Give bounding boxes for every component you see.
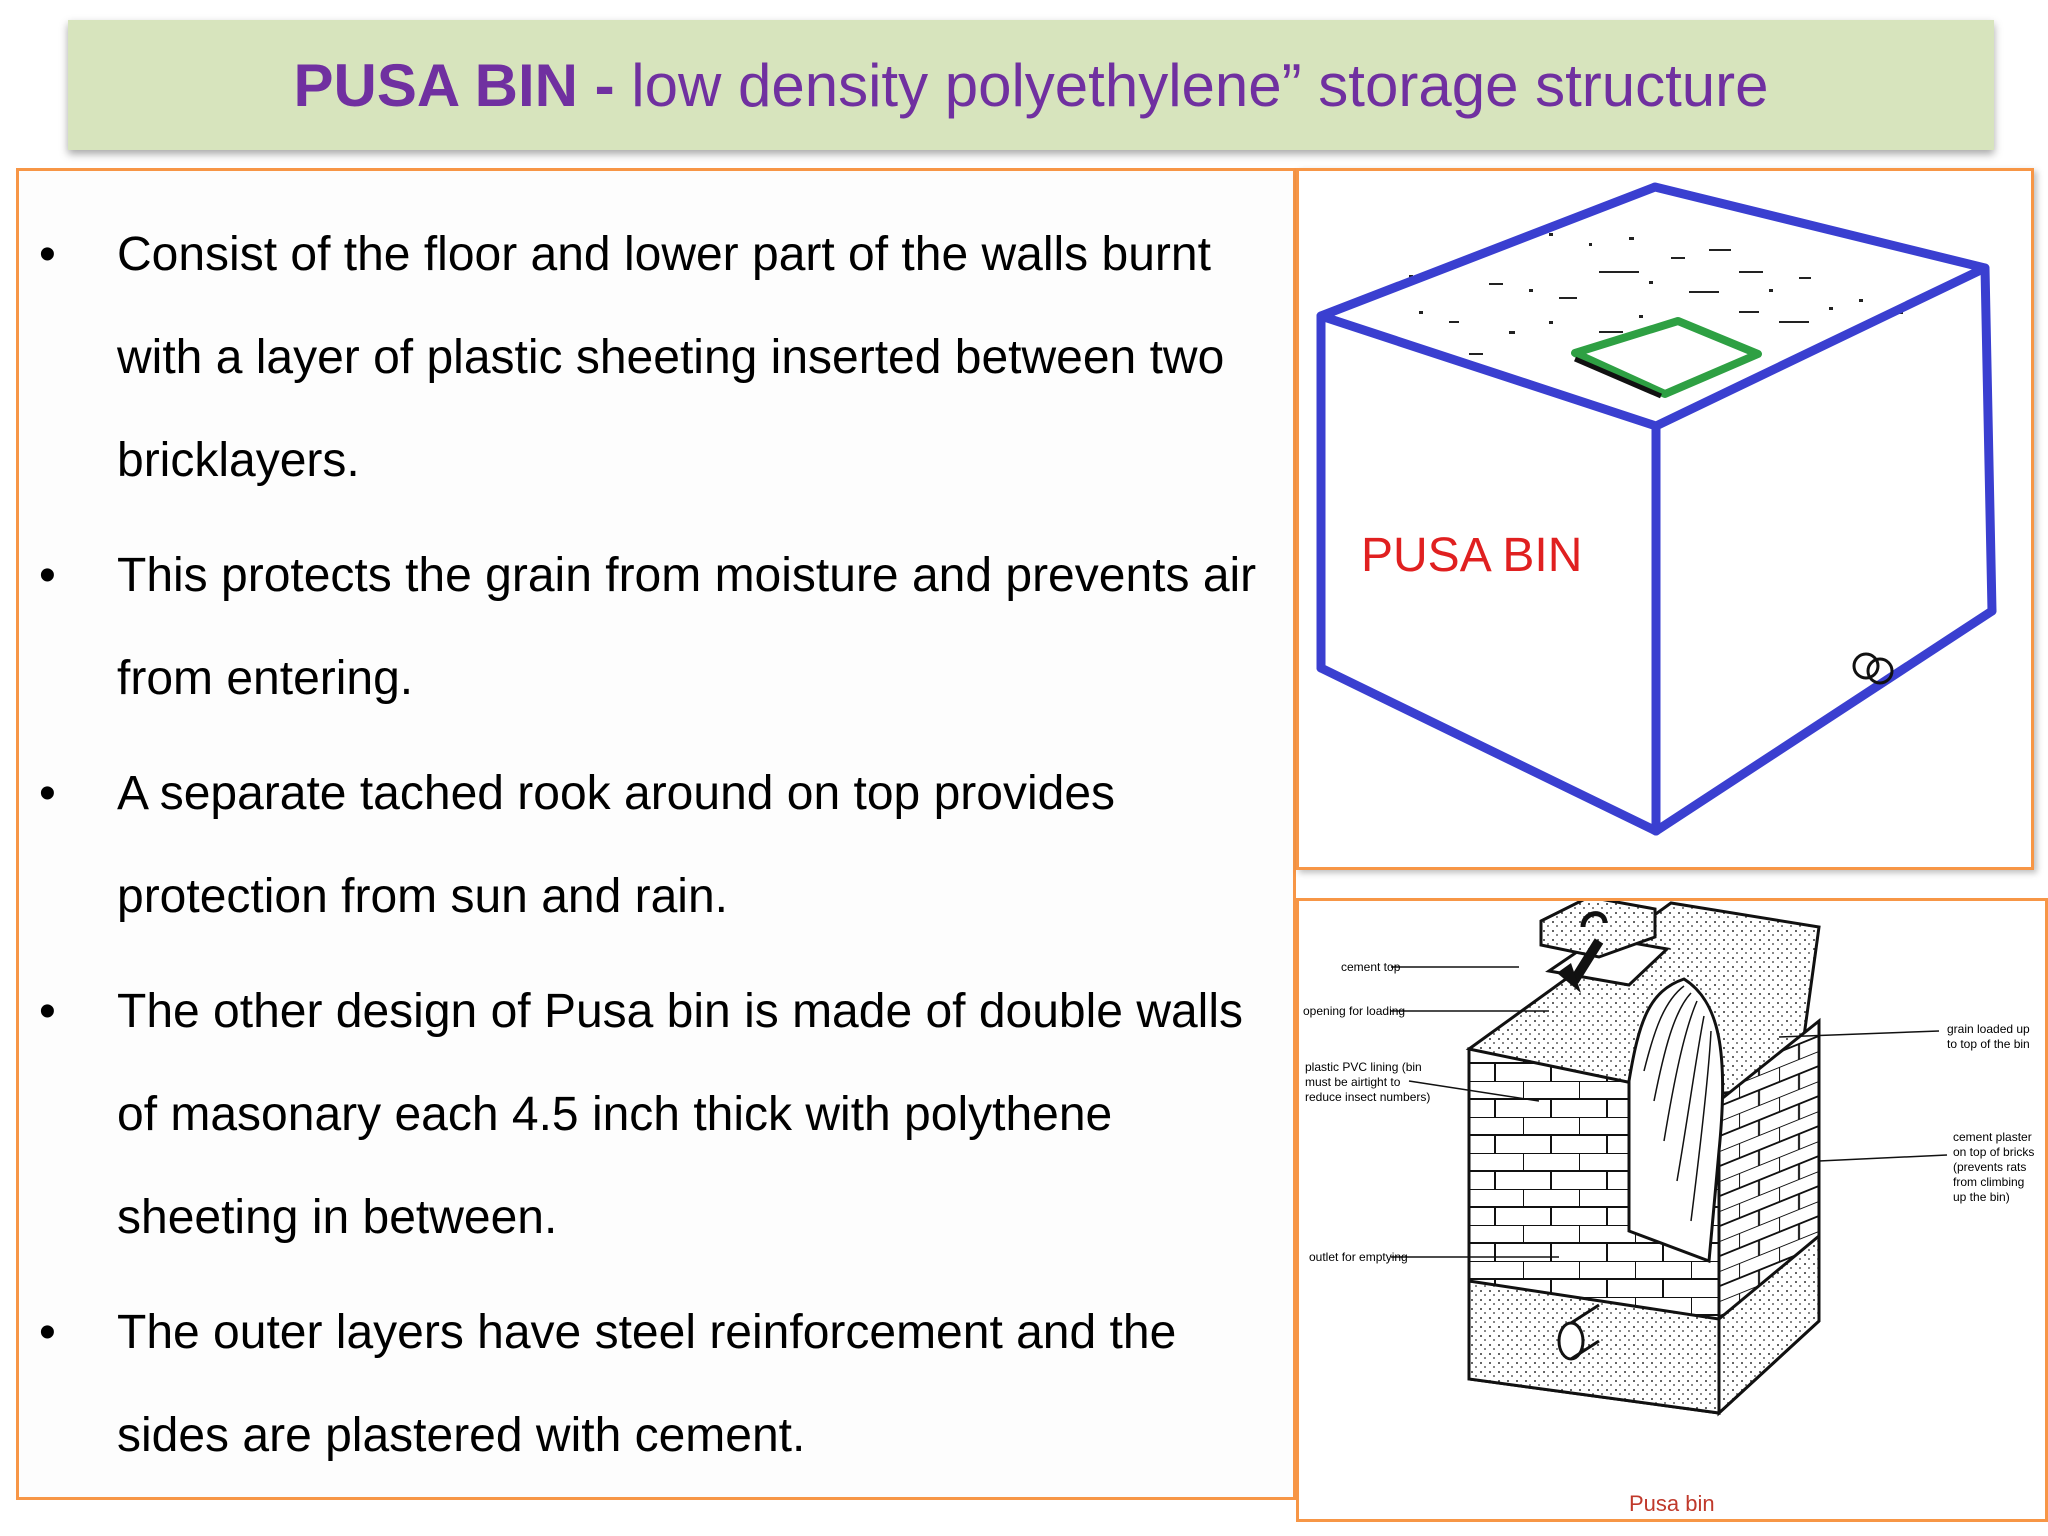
bullet-item: A separate tached rook around on top pro… bbox=[19, 742, 1289, 948]
grain-cutaway bbox=[1627, 977, 1725, 1264]
label-grain-2: to top of the bin bbox=[1947, 1037, 2030, 1051]
bullet-item: This protects the grain from moisture an… bbox=[19, 524, 1289, 730]
pusa-bin-diagram: cement top opening for loading plastic P… bbox=[1296, 895, 2048, 1522]
arrow-down-icon bbox=[1569, 938, 1604, 984]
bullet-item: Consist of the floor and lower part of t… bbox=[19, 203, 1289, 512]
lid-shadow bbox=[1574, 356, 1662, 399]
bullet-list: Consist of the floor and lower part of t… bbox=[19, 203, 1289, 1499]
outlet-icon bbox=[1852, 652, 1880, 680]
label-opening: opening for loading bbox=[1303, 1004, 1405, 1018]
label-plaster-3: (prevents rats bbox=[1953, 1160, 2026, 1174]
slide-title: PUSA BIN - low density polyethylene” sto… bbox=[293, 51, 1768, 120]
label-lining-3: reduce insect numbers) bbox=[1305, 1090, 1430, 1104]
label-outlet: outlet for emptying bbox=[1309, 1250, 1408, 1264]
label-lining-1: plastic PVC lining (bin bbox=[1305, 1060, 1422, 1074]
top-speckles bbox=[1409, 233, 1903, 355]
lid-outline bbox=[1571, 317, 1762, 398]
label-lining-2: must be airtight to bbox=[1305, 1075, 1401, 1089]
pusa-bin-drawing: cement top opening for loading plastic P… bbox=[1303, 895, 2034, 1516]
slide-title-strong: PUSA BIN - bbox=[293, 51, 615, 119]
outlet-icon bbox=[1866, 657, 1894, 685]
box-label: PUSA BIN bbox=[1361, 529, 1582, 582]
box-edges bbox=[1316, 182, 1997, 836]
label-plaster-1: cement plaster bbox=[1953, 1130, 2032, 1144]
bullet-text-box: Consist of the floor and lower part of t… bbox=[16, 168, 1296, 1500]
grain-lines bbox=[1643, 985, 1712, 1222]
side-base-plaster bbox=[1717, 1232, 1821, 1417]
bullet-item: The outer layers have steel reinforcemen… bbox=[19, 1281, 1289, 1487]
label-plaster-5: up the bin) bbox=[1953, 1190, 2010, 1204]
label-plaster-4: from climbing bbox=[1953, 1175, 2024, 1189]
arrow-head-icon bbox=[1557, 963, 1581, 993]
label-grain-1: grain loaded up bbox=[1947, 1022, 2030, 1036]
lid-handle-icon bbox=[1580, 911, 1608, 928]
outlet-pipe-body bbox=[1570, 1303, 1600, 1361]
pusa-bin-box-figure: PUSA BIN bbox=[1296, 168, 2034, 870]
label-plaster-2: on top of bricks bbox=[1953, 1145, 2034, 1159]
slide-title-bar: PUSA BIN - low density polyethylene” sto… bbox=[68, 20, 1994, 150]
box-drawing: PUSA BIN bbox=[1316, 182, 1997, 836]
leader-lines bbox=[1391, 966, 1948, 1258]
bullet-item: The other design of Pusa bin is made of … bbox=[19, 960, 1289, 1269]
slide-title-rest: low density polyethylene” storage struct… bbox=[614, 51, 1769, 119]
label-cement-top: cement top bbox=[1341, 960, 1401, 974]
figure-caption: Pusa bin bbox=[1629, 1491, 1715, 1516]
